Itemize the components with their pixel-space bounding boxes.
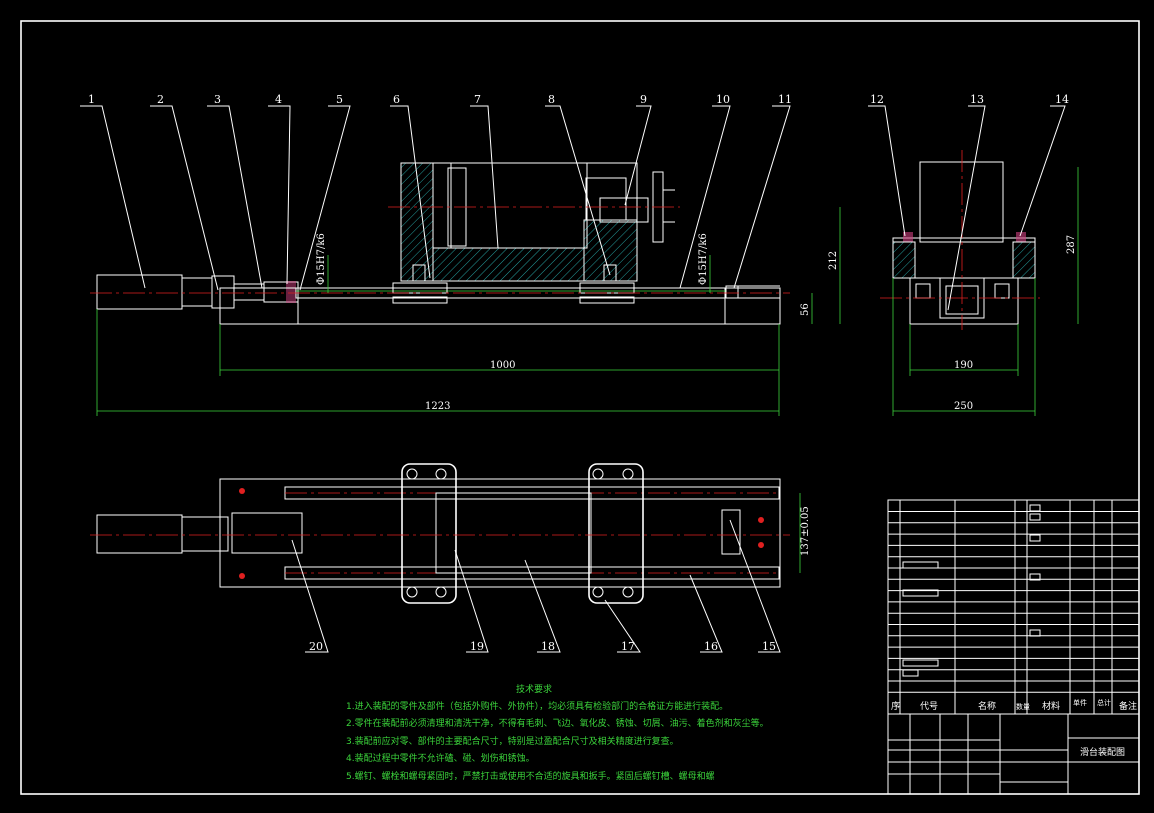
- note-line-5: 5.螺钉、螺栓和螺母紧固时，严禁打击或使用不合适的旋具和扳手。紧固后螺钉槽、螺母…: [346, 770, 715, 782]
- header-qty: 数量: [1016, 702, 1030, 711]
- balloon-12: 12: [870, 93, 884, 106]
- balloon-13: 13: [970, 93, 984, 106]
- header-weight-single: 单件: [1073, 698, 1087, 707]
- header-remark: 备注: [1119, 700, 1137, 712]
- carriage-left: [401, 463, 457, 604]
- balloon-18: 18: [541, 640, 555, 653]
- balloon-20: 20: [309, 640, 323, 653]
- cylinder-body: [96, 274, 183, 310]
- balloon-11: 11: [778, 93, 792, 106]
- bolt-holes: [239, 468, 764, 598]
- coupling: [231, 512, 303, 554]
- balloon-labels-bottom: 20 19 18 17 16 15: [309, 640, 776, 653]
- header-seq: 序: [891, 700, 900, 712]
- drawing-frame: [20, 20, 1140, 795]
- dimensions: [96, 167, 1079, 573]
- side-motor: [919, 161, 1004, 243]
- leaders: [80, 105, 1066, 653]
- carriage-right: [588, 463, 644, 604]
- top-motor: [435, 492, 592, 574]
- header-name: 名称: [978, 700, 996, 712]
- balloon-1: 1: [88, 93, 95, 106]
- balloon-2: 2: [157, 93, 164, 106]
- balloon-14: 14: [1055, 93, 1069, 106]
- dim-fit-left: Φ15H7/k6: [316, 233, 327, 285]
- bearing-marker: [286, 281, 296, 303]
- dim-287: 287: [1066, 235, 1077, 254]
- dim-1223: 1223: [425, 401, 450, 412]
- balloon-15: 15: [762, 640, 776, 653]
- balloon-17: 17: [621, 640, 635, 653]
- balloon-labels-top: 1 2 3 4 5 6 7 8 9 10 11 12 13 14: [88, 93, 1069, 106]
- title-block: [887, 713, 1140, 795]
- header-weight-total: 总计: [1097, 698, 1111, 707]
- dim-250: 250: [954, 401, 973, 412]
- note-line-4: 4.装配过程中零件不允许磕、碰、划伤和锈蚀。: [346, 752, 535, 764]
- dim-1000: 1000: [490, 360, 515, 371]
- balloon-8: 8: [548, 93, 555, 106]
- balloon-7: 7: [474, 93, 481, 106]
- cylinder-cap: [181, 277, 213, 307]
- dim-212: 212: [828, 251, 839, 270]
- balloon-19: 19: [470, 640, 484, 653]
- balloon-4: 4: [275, 93, 282, 106]
- motor-body: [450, 162, 588, 249]
- dim-tolerance: 137±0.05: [800, 506, 811, 556]
- top-base: [219, 478, 781, 588]
- side-base: [909, 277, 1019, 325]
- top-view: [90, 463, 790, 604]
- header-material: 材料: [1042, 700, 1060, 712]
- balloon-6: 6: [393, 93, 400, 106]
- balloon-5: 5: [336, 93, 343, 106]
- header-code: 代号: [920, 701, 938, 712]
- balloon-16: 16: [704, 640, 718, 653]
- technical-notes: 技术要求 1.进入装配的零件及部件（包括外购件、外协件），均必须具有检验部门的合…: [346, 683, 769, 782]
- note-line-2: 2.零件在装配前必须清理和清洗干净，不得有毛刺、飞边、氧化皮、锈蚀、切屑、油污、…: [346, 717, 769, 729]
- dim-56: 56: [800, 303, 811, 316]
- balloon-9: 9: [640, 93, 647, 106]
- note-line-3: 3.装配前应对零、部件的主要配合尺寸，特别是过盈配合尺寸及相关精度进行复查。: [346, 735, 679, 747]
- parts-list: [887, 499, 1140, 715]
- front-view: [90, 162, 790, 325]
- dim-190: 190: [954, 360, 973, 371]
- balloon-3: 3: [214, 93, 221, 106]
- dim-fit-right: Φ15H7/k6: [698, 233, 709, 285]
- drawing-title: 滑台装配图: [1080, 746, 1125, 758]
- balloon-10: 10: [716, 93, 730, 106]
- side-view: [880, 150, 1040, 330]
- notes-heading: 技术要求: [516, 683, 552, 695]
- note-line-1: 1.进入装配的零件及部件（包括外购件、外协件），均必须具有检验部门的合格证方能进…: [346, 700, 728, 712]
